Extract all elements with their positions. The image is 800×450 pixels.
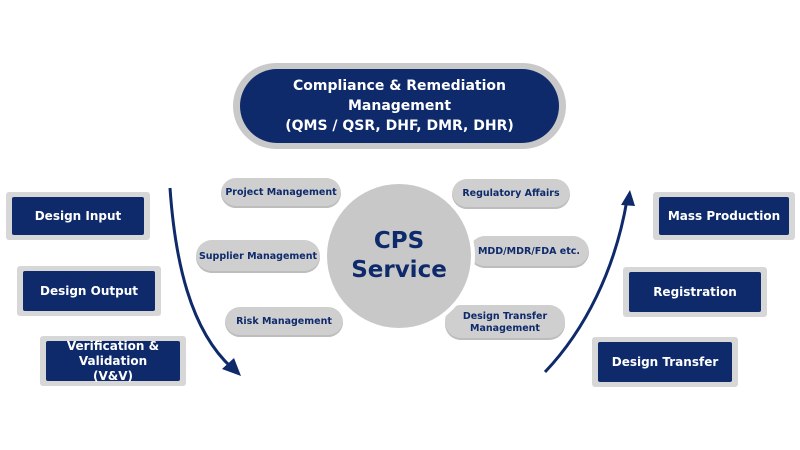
stage-verification-validation: Verification & Validation (V&V) <box>46 339 180 383</box>
core-line-1: CPS <box>373 228 425 255</box>
right-arrowhead-icon <box>621 190 635 206</box>
compliance-remediation-header: Compliance & Remediation Management (QMS… <box>240 69 559 143</box>
left-arrowhead-icon <box>222 358 241 376</box>
stage-design-output: Design Output <box>23 271 155 311</box>
right-flow-arrow <box>543 199 629 374</box>
header-line-2: Management <box>347 97 452 114</box>
service-supplier-management: Supplier Management <box>196 240 320 273</box>
stage-design-input: Design Input <box>12 197 144 235</box>
header-line-3: (QMS / QSR, DHF, DMR, DHR) <box>285 118 514 135</box>
left-flow-arrow <box>168 187 234 370</box>
service-risk-management: Risk Management <box>225 307 343 337</box>
core-line-2: Service <box>351 257 447 283</box>
cps-service-circle: CPS Service <box>327 184 471 328</box>
service-regulatory-affairs: Regulatory Affairs <box>452 179 570 209</box>
stage-design-transfer: Design Transfer <box>598 342 732 382</box>
stage-registration: Registration <box>629 272 761 312</box>
service-project-management: Project Management <box>221 178 341 208</box>
header-line-1: Compliance & Remediation <box>293 77 506 94</box>
service-design-transfer-management: Design Transfer Management <box>445 305 565 340</box>
service-mdd-mdr-fda: MDD/MDR/FDA etc. <box>469 236 589 268</box>
stage-mass-production: Mass Production <box>659 197 789 235</box>
